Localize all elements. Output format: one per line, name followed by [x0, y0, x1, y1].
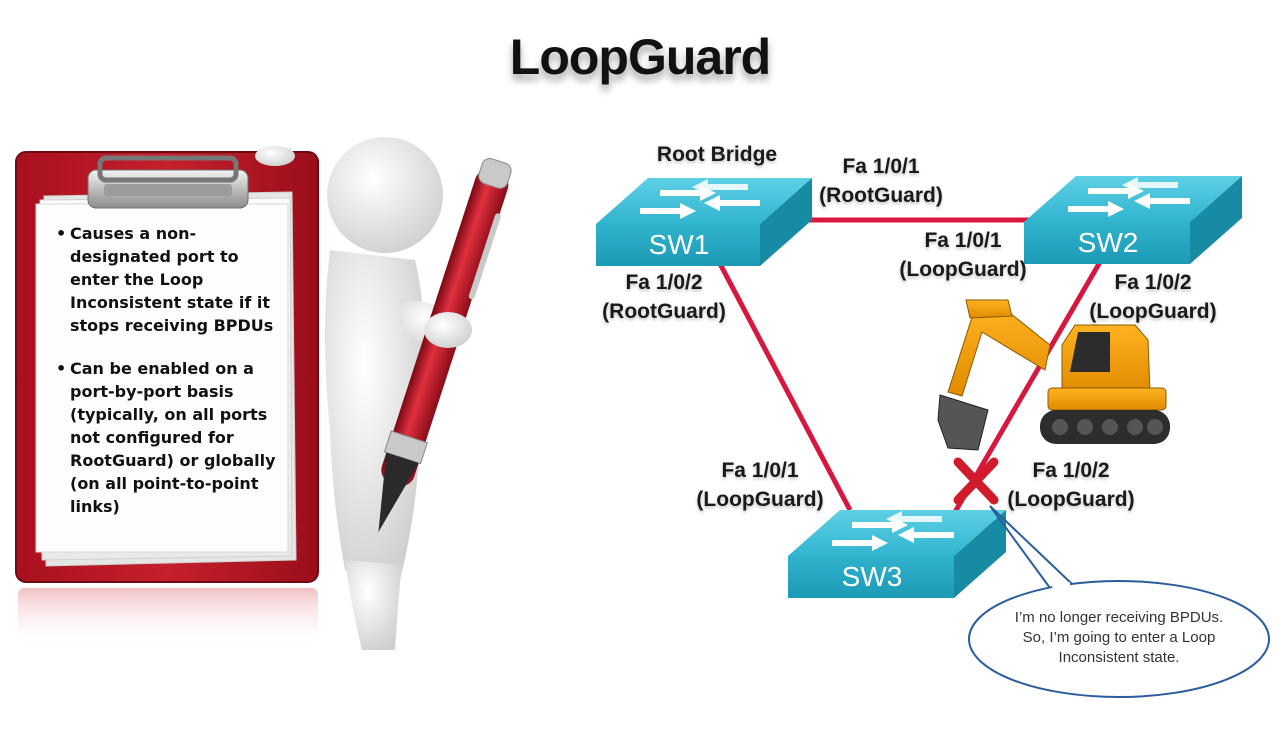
switch-sw1-label: SW1	[648, 229, 710, 260]
port-mode: (LoopGuard)	[1007, 488, 1135, 511]
root-bridge-label: Root Bridge	[656, 143, 778, 166]
bullet-text: Causes a non-designated port to enter th…	[70, 224, 274, 335]
switch-sw1-icon	[596, 178, 812, 266]
port-label-sw3-to-sw2: Fa 1/0/2 (LoopGuard)	[1000, 456, 1142, 514]
clipboard-bullet: • Causes a non-designated port to enter …	[56, 222, 280, 337]
port-id: Fa 1/0/2	[1114, 271, 1192, 294]
port-id: Fa 1/0/1	[924, 229, 1002, 252]
port-mode: (RootGuard)	[819, 184, 943, 207]
switch-sw2-label: SW2	[1077, 227, 1139, 258]
speech-bubble-line: Inconsistent state.	[1058, 649, 1180, 666]
bullet-dot: •	[56, 359, 67, 378]
network-links	[715, 217, 1103, 514]
port-id: Fa 1/0/1	[842, 155, 920, 178]
switch-sw3-label: SW3	[841, 561, 903, 592]
figure-with-pen	[255, 137, 512, 650]
port-mode: (LoopGuard)	[1089, 300, 1217, 323]
speech-bubble	[968, 505, 1270, 698]
port-label-sw1-to-sw3: Fa 1/0/2 (RootGuard)	[594, 268, 734, 326]
switch-sw2-icon	[1024, 176, 1242, 264]
clipboard-bullet: • Can be enabled on a port-by-port basis…	[56, 357, 280, 518]
port-label-sw2-to-sw3: Fa 1/0/2 (LoopGuard)	[1082, 268, 1224, 326]
port-label-sw2-to-sw1: Fa 1/0/1 (LoopGuard)	[892, 226, 1034, 284]
link-sw1-sw3	[715, 258, 853, 512]
speech-bubble-text: I’m no longer receiving BPDUs. So, I’m g…	[985, 608, 1253, 668]
port-mode: (RootGuard)	[602, 300, 726, 323]
port-label-sw3-to-sw1: Fa 1/0/1 (LoopGuard)	[690, 456, 830, 514]
switch-sw3-icon	[788, 510, 1006, 598]
port-mode: (LoopGuard)	[696, 488, 824, 511]
port-id: Fa 1/0/2	[625, 271, 703, 294]
bullet-dot: •	[56, 224, 67, 243]
excavator-icon	[937, 299, 1170, 451]
port-id: Fa 1/0/2	[1032, 459, 1110, 482]
link-sw2-sw3	[952, 260, 1103, 514]
clipboard-text: • Causes a non-designated port to enter …	[56, 222, 280, 538]
speech-bubble-line: So, I’m going to enter a Loop	[1022, 629, 1216, 646]
page-title: LoopGuard	[509, 29, 771, 85]
speech-bubble-line: I’m no longer receiving BPDUs.	[1014, 609, 1224, 626]
port-mode: (LoopGuard)	[899, 258, 1027, 281]
port-id: Fa 1/0/1	[721, 459, 799, 482]
link-failure-x-icon	[953, 457, 999, 505]
clipboard	[15, 151, 319, 648]
port-label-sw1-to-sw2: Fa 1/0/1 (RootGuard)	[810, 152, 952, 210]
bullet-text: Can be enabled on a port-by-port basis (…	[70, 359, 276, 516]
